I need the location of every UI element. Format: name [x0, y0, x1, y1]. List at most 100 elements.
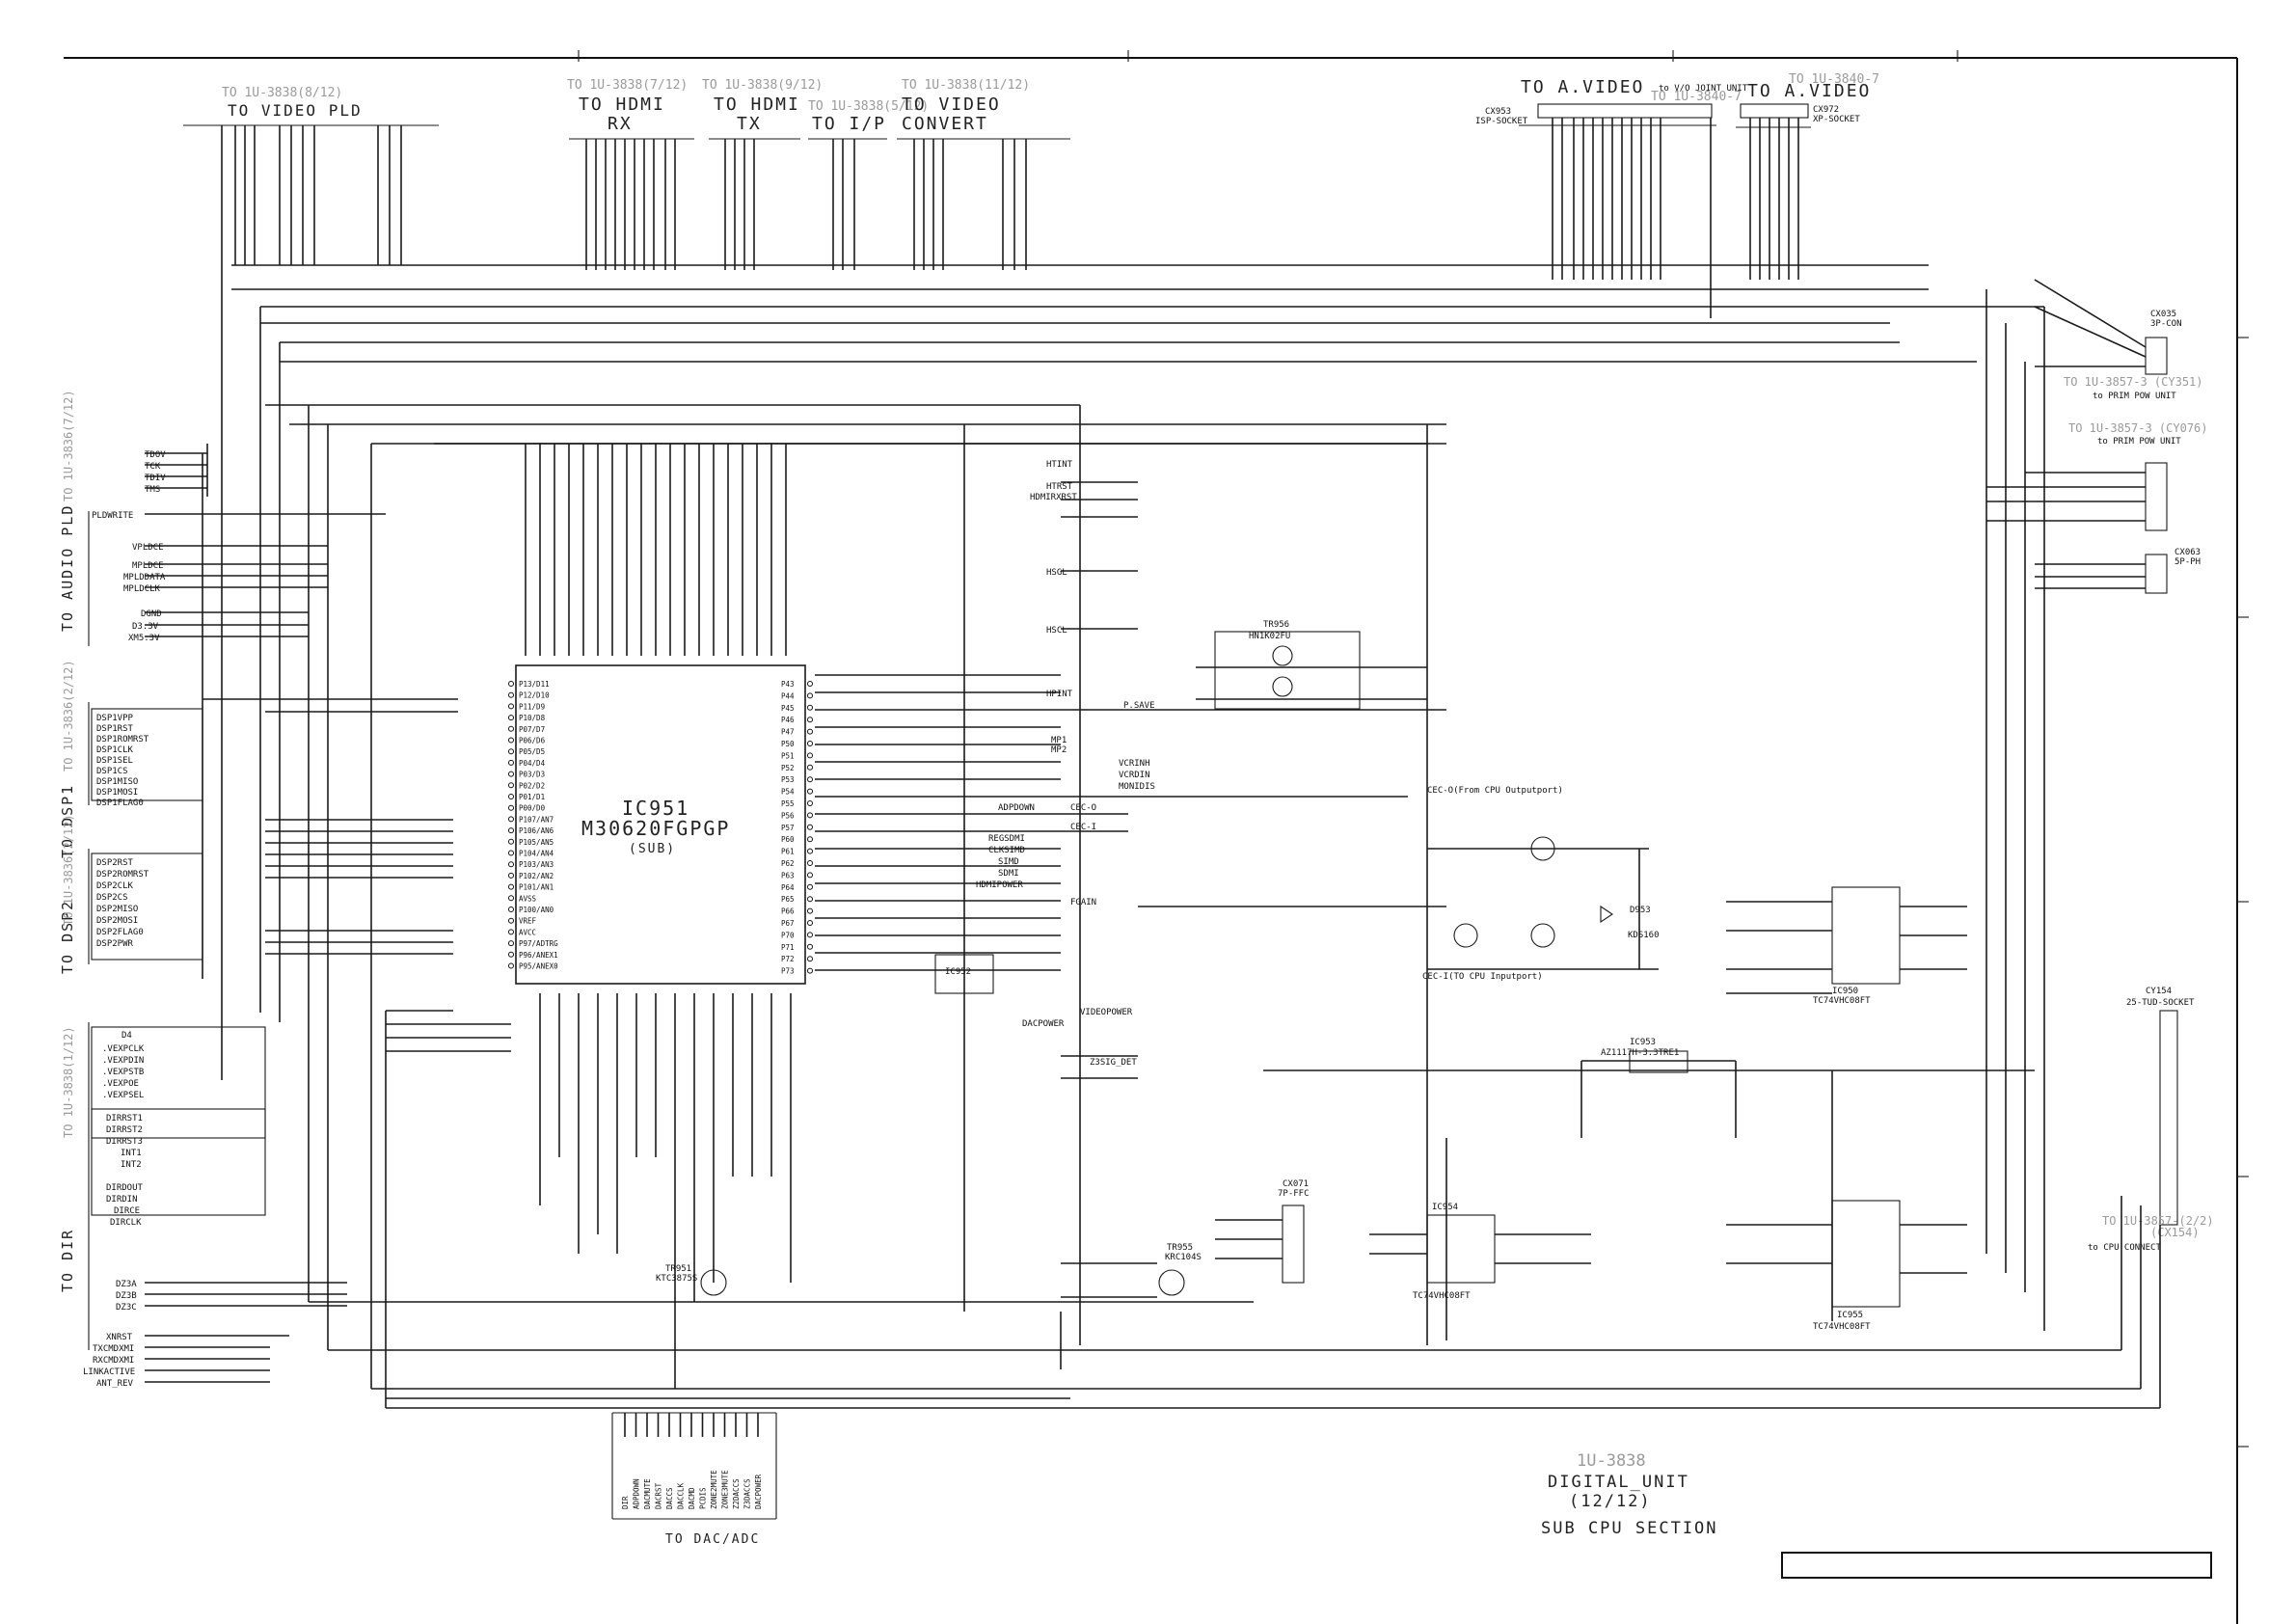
- dac-pin-label: PCDIS: [699, 1487, 708, 1509]
- ic950-ref: IC950: [1832, 987, 1858, 996]
- cpu-left-pin-label: AVSS: [519, 894, 537, 903]
- cpu-right-pin-label: P72: [781, 955, 795, 963]
- cpu-right-pin: [807, 800, 813, 806]
- sig-dz3a: DZ3A: [116, 1280, 137, 1289]
- ic951-part: M30620FGPGP: [581, 817, 730, 840]
- sig-vexpsel: .VEXPSEL: [102, 1091, 144, 1100]
- cpu-right-pin-label: P64: [781, 883, 795, 892]
- cpu-right-pin-label: P70: [781, 931, 795, 939]
- cy154-block: CY154 25-TUD-SOCKET TO 1U-3857-(2/2) (CX…: [2088, 987, 2214, 1253]
- cpu-left-pin: [508, 759, 514, 766]
- tr955-part: KRC104S: [1165, 1253, 1202, 1262]
- left-signal-texts: TDOV TCK TDIV TMS PLDWRITE VPLDCE MPLDCE…: [83, 450, 166, 1389]
- sig-dsp2pwr: DSP2PWR: [96, 939, 134, 949]
- cec-out-label: CEC-O(From CPU Outputport): [1427, 786, 1563, 796]
- sig-pldwrite: PLDWRITE: [92, 511, 133, 521]
- net-vcrinh: VCRINH: [1119, 759, 1150, 769]
- sig-dirrst2: DIRRST2: [106, 1125, 143, 1135]
- dsp2-label: TO DSP2: [59, 900, 76, 974]
- net-htrst: HTRST: [1046, 482, 1073, 492]
- a-video-2-title: TO A.VIDEO: [1747, 81, 1871, 101]
- cpu-left-pin: [508, 816, 514, 823]
- cpu-left-pin-label: P10/D8: [519, 714, 546, 722]
- cpu-left-pin-label: P04/D4: [519, 759, 546, 768]
- net-hpint: HPINT: [1046, 690, 1073, 699]
- net-hscl: HSCL: [1046, 626, 1067, 636]
- cpu-left-pin: [508, 883, 514, 890]
- sig-xm53v: XM5.3V: [128, 634, 160, 643]
- sig-tdov: TDOV: [145, 450, 166, 460]
- pow-unit-1: TO 1U-3857-3 (CY351): [2064, 375, 2203, 389]
- sig-int1: INT1: [121, 1149, 142, 1158]
- cpu-left-pin-label: P96/ANEX1: [519, 951, 558, 960]
- cpu-left-pin-label: P00/D0: [519, 804, 546, 813]
- cpu-left-pin-label: VREF: [519, 917, 537, 926]
- video-convert-title2: CONVERT: [902, 114, 988, 134]
- ip-ref: TO 1U-3838(5/12): [808, 99, 929, 114]
- cpu-bottom-leads: [539, 993, 792, 1389]
- cpu-left-pin-label: P101/AN1: [519, 883, 554, 892]
- doc-sheet: (12/12): [1569, 1492, 1652, 1511]
- cpu-right-pin-label: P55: [781, 799, 795, 808]
- a-video-leads: [1552, 118, 1799, 318]
- cx035-type: 3P-CON: [2150, 319, 2182, 329]
- left-dir-group: TO DIR TO 1U-3838(1/12): [59, 1022, 347, 1383]
- ic951-cpu: IC951 M30620FGPGP (SUB): [515, 664, 806, 985]
- right-net-texts: HTINT HTRST HDMIRXRST HSGL HSCL HPINT P.…: [976, 460, 1155, 1068]
- dac-pin-label: ADPDOWN: [633, 1478, 641, 1509]
- cpu-left-pin: [508, 962, 514, 969]
- net-simd: SIMD: [998, 857, 1019, 867]
- sig-dsp1mosi: DSP1MOSI: [96, 788, 138, 798]
- cpu-left-pin-label: P102/AN2: [519, 872, 554, 880]
- dac-pin-label: DACCS: [665, 1487, 674, 1509]
- cpu-left-pin-label: P107/AN7: [519, 815, 554, 824]
- cpu-left-pin: [508, 907, 514, 912]
- cpu-right-pin-label: P56: [781, 811, 795, 820]
- cy154-label: CY154: [2146, 987, 2172, 996]
- cpu-left-pin: [508, 861, 514, 868]
- dac-pin-label: DIR: [621, 1496, 630, 1509]
- net-hdmirxrst: HDMIRXRST: [1030, 493, 1077, 502]
- d953-part: KDS160: [1628, 931, 1660, 940]
- cx972-label: CX972: [1813, 105, 1839, 115]
- cpu-right-pin-label: P51: [781, 751, 795, 760]
- cpu-right-pin: [807, 860, 813, 866]
- ic952-ref: IC952: [945, 967, 971, 977]
- sheet-border: [64, 50, 2249, 1624]
- cpu-right-pin: [807, 728, 813, 735]
- cpu-left-pin: [508, 951, 514, 958]
- ic951-note: (SUB): [629, 842, 676, 856]
- net-htint: HTINT: [1046, 460, 1073, 470]
- cpu-left-pin-label: P103/AN3: [519, 860, 554, 869]
- sig-rxcmdxmi: RXCMDXMI: [93, 1356, 134, 1366]
- dac-pin-label: Z2DACCS: [732, 1478, 741, 1509]
- cpu-left-pin: [508, 804, 514, 811]
- left-audio-pld-group: TO AUDIO PLD TO 1U-3836(7/12): [59, 390, 386, 646]
- hdmi-rx-ref: TO 1U-3838(7/12): [567, 78, 688, 93]
- ic953-part: AZ1117H-3.3TRE1: [1601, 1048, 1679, 1058]
- cy154-type: 25-TUD-SOCKET: [2126, 998, 2195, 1008]
- sig-dsp2miso: DSP2MISO: [96, 905, 138, 914]
- hdmi-tx-title1: TO HDMI: [714, 95, 800, 115]
- cpu-right-pin-label: P65: [781, 895, 795, 904]
- cpu-left-pin-label: P11/D9: [519, 702, 545, 711]
- net-z3sigdet: Z3SIG_DET: [1090, 1058, 1137, 1068]
- cpu-left-pin-label: P97/ADTRG: [519, 939, 558, 948]
- dsp2-ref: TO 1U-3836(2/12): [62, 814, 75, 926]
- sig-d4: D4: [122, 1031, 132, 1041]
- a-video-2-ref: TO 1U-3840-7: [1789, 72, 1879, 87]
- cpu-left-pin-label: AVCC: [519, 928, 536, 936]
- header-a-video-1: TO A.VIDEO to V/O JOINT UNIT TO 1U-3840-…: [1475, 77, 1748, 126]
- cpu-left-pin: [508, 725, 514, 732]
- cx063-type: 5P-PH: [2174, 557, 2201, 567]
- sig-d33v: D3.3V: [132, 622, 159, 632]
- header-ip: TO 1U-3838(5/12) TO I/P: [808, 99, 929, 140]
- sig-tdiv: TDIV: [145, 474, 166, 483]
- cpu-top-leads: [525, 444, 787, 656]
- cpu-connect: TO 1U-3857-(2/2): [2102, 1214, 2214, 1228]
- dac-pin-label: DACRST: [655, 1482, 663, 1509]
- sig-vexpclk: .VEXPCLK: [102, 1044, 145, 1054]
- sig-vexpstb: .VEXPSTB: [102, 1068, 144, 1077]
- dir-ref: TO 1U-3838(1/12): [62, 1026, 75, 1138]
- tr951-ref: TR951: [665, 1264, 691, 1274]
